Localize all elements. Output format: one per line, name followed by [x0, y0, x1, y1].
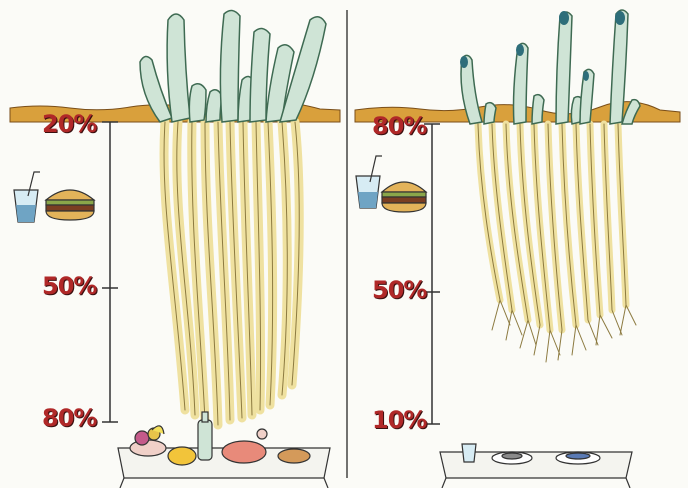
left-roots: [164, 122, 299, 425]
food-table-icon-right: [440, 444, 632, 488]
right-label-bottom: 10%: [372, 406, 426, 434]
left-scale: [102, 122, 118, 422]
right-label-top: 80%: [372, 112, 426, 140]
drink-glass-icon-left: [14, 172, 40, 222]
burger-icon-left: [46, 190, 94, 220]
food-table-icon-left: [118, 412, 330, 488]
right-shoots: [461, 10, 640, 124]
right-shoot-tips: [460, 11, 625, 81]
left-label-middle: 50%: [42, 272, 96, 300]
right-scale: [424, 124, 440, 424]
burger-icon-right: [382, 182, 426, 212]
left-label-bottom: 80%: [42, 404, 96, 432]
left-label-top: 20%: [42, 110, 96, 138]
drink-glass-icon-right: [356, 156, 382, 208]
right-label-middle: 50%: [372, 276, 426, 304]
right-roots: [478, 124, 636, 362]
